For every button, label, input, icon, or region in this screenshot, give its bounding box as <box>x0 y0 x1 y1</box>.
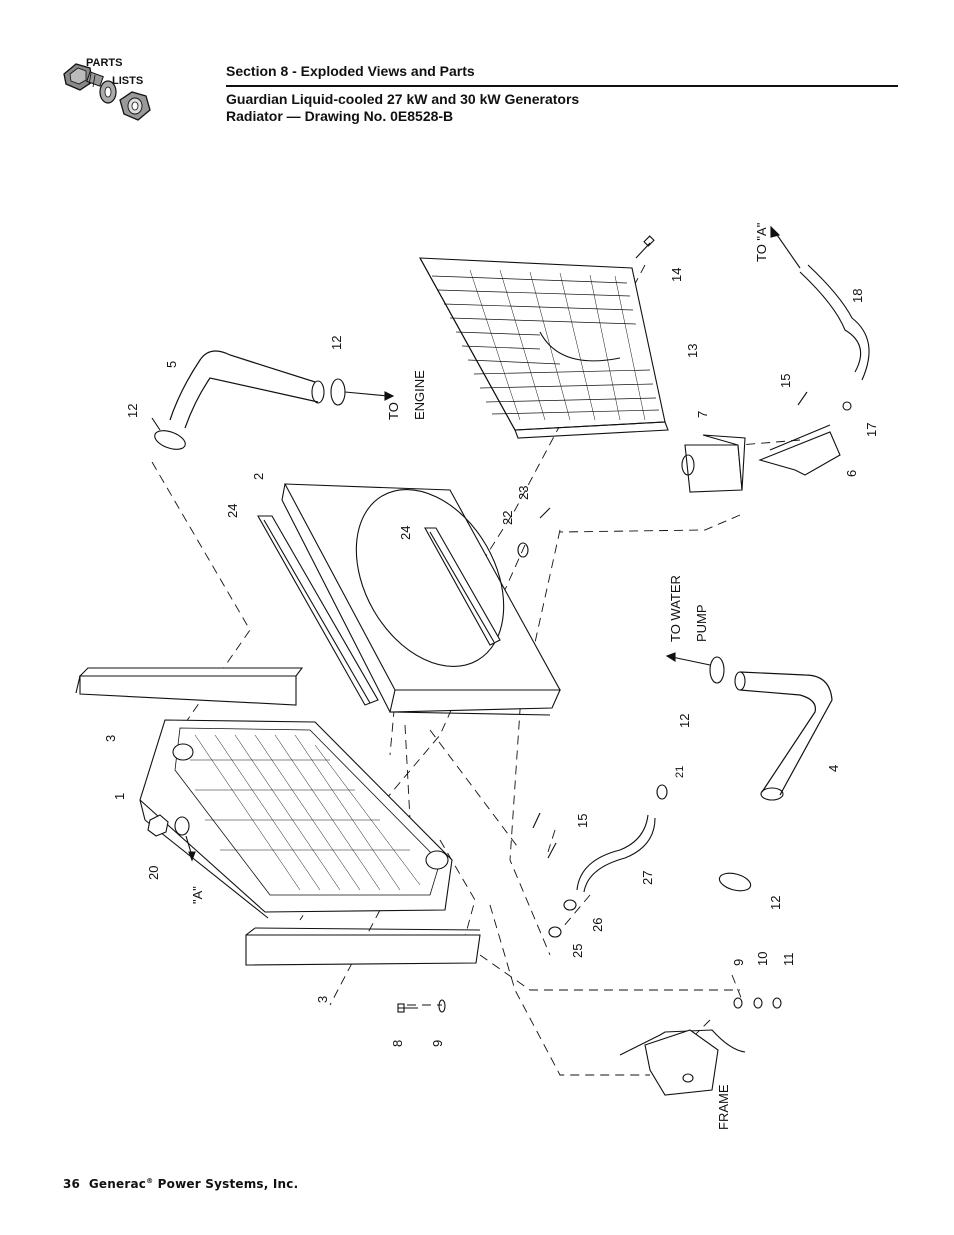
callout-8: 8 <box>390 1040 405 1047</box>
callout-15-lower: 15 <box>575 814 590 828</box>
callout-24-left: 24 <box>225 504 240 518</box>
label-to-a: TO "A" <box>754 222 769 262</box>
callout-4: 4 <box>826 765 841 772</box>
bolt-8 <box>397 1003 418 1013</box>
nut-22 <box>517 542 529 558</box>
drain-hose-27 <box>576 784 668 893</box>
lockwasher-10 <box>753 997 763 1009</box>
callout-12-pump: 12 <box>677 714 692 728</box>
callout-24-right: 24 <box>398 526 413 540</box>
registered-mark: ® <box>146 1177 154 1185</box>
clamp-12-upper-left <box>151 417 186 450</box>
label-to-water-pump-1: TO WATER <box>668 575 683 642</box>
screw-15-upper <box>797 391 808 406</box>
part-callouts: TO ENGINE TO WATER PUMP TO "A" FRAME "A"… <box>103 222 879 1130</box>
bracket-24-left <box>257 515 379 706</box>
callout-18: 18 <box>850 289 865 303</box>
drawing-title: Radiator — Drawing No. 0E8528-B <box>226 108 454 124</box>
hose-4 <box>734 671 833 801</box>
callout-1: 1 <box>112 793 127 800</box>
callout-14: 14 <box>669 268 684 282</box>
bracket-6 <box>758 424 841 476</box>
callout-22: 22 <box>500 511 515 525</box>
callout-12-lower: 12 <box>768 896 783 910</box>
clamp-12-lower <box>718 872 752 892</box>
hose-18 <box>770 225 870 381</box>
label-to-water-pump-2: PUMP <box>694 604 709 642</box>
callout-27: 27 <box>640 871 655 885</box>
bracket-24-right <box>424 527 501 646</box>
frame <box>619 1029 746 1096</box>
section-heading: Section 8 - Exploded Views and Parts <box>226 62 898 87</box>
label-frame: FRAME <box>716 1084 731 1130</box>
page-footer: 36 Generac® Power Systems, Inc. <box>63 1177 298 1191</box>
bolt-23 <box>539 507 551 519</box>
page-number: 36 <box>63 1177 81 1191</box>
bolt-15-lower-1 <box>532 812 541 829</box>
callout-6: 6 <box>844 470 859 477</box>
screw-14 <box>635 235 655 259</box>
callout-3-bottom: 3 <box>315 996 330 1003</box>
bolt-icon <box>63 63 104 91</box>
logo-text-lists: LISTS <box>112 75 143 87</box>
page-header: Section 8 - Exploded Views and Parts Gua… <box>226 62 898 125</box>
nut-11 <box>772 997 782 1009</box>
clamp-12-pump <box>665 652 725 684</box>
company-name: Generac <box>88 1177 147 1191</box>
logo-text-parts: PARTS <box>86 57 122 69</box>
grille-13 <box>419 257 669 439</box>
clip-17 <box>842 401 852 411</box>
callout-2: 2 <box>251 473 266 480</box>
fitting-26 <box>563 899 577 911</box>
hose-5 <box>169 350 325 429</box>
page-title: Guardian Liquid-cooled 27 kW and 30 kW G… <box>226 91 580 107</box>
callout-3-top: 3 <box>103 735 118 742</box>
callout-12-upper-right: 12 <box>329 336 344 350</box>
callout-15-upper: 15 <box>778 374 793 388</box>
callout-13: 13 <box>685 344 700 358</box>
parts-lists-logo: PARTS LISTS <box>63 57 151 121</box>
callout-25: 25 <box>570 944 585 958</box>
callout-9: 9 <box>731 959 746 966</box>
valve-25 <box>548 926 562 938</box>
washer-9-lower <box>438 999 446 1013</box>
bracket-3-bottom <box>245 927 481 966</box>
callout-17: 17 <box>864 423 879 437</box>
label-a-ref: "A" <box>190 886 205 904</box>
callout-12-upper-left: 12 <box>125 404 140 418</box>
cap-20 <box>147 814 196 862</box>
callout-11: 11 <box>781 953 796 967</box>
callout-23: 23 <box>516 486 531 500</box>
callout-10: 10 <box>755 952 770 966</box>
washer-9 <box>733 997 743 1009</box>
recovery-bottle-7 <box>681 434 746 493</box>
shroud-2 <box>281 483 561 716</box>
bolt-15-lower-2 <box>547 842 557 859</box>
callout-7: 7 <box>695 411 710 418</box>
callout-26: 26 <box>590 918 605 932</box>
company-name-rest: Power Systems, Inc. <box>157 1177 299 1191</box>
nut-icon <box>119 91 151 121</box>
bracket-3-top <box>75 667 304 706</box>
callout-9-lower: 9 <box>430 1040 445 1047</box>
label-to-engine-2: ENGINE <box>412 370 427 420</box>
clamp-12-upper-right <box>330 378 395 406</box>
washer-icon <box>99 80 117 104</box>
radiator-1 <box>139 719 453 919</box>
callout-21: 21 <box>674 766 686 778</box>
callout-5: 5 <box>164 361 179 368</box>
label-to-engine-1: TO <box>386 402 401 420</box>
callout-20: 20 <box>146 866 161 880</box>
